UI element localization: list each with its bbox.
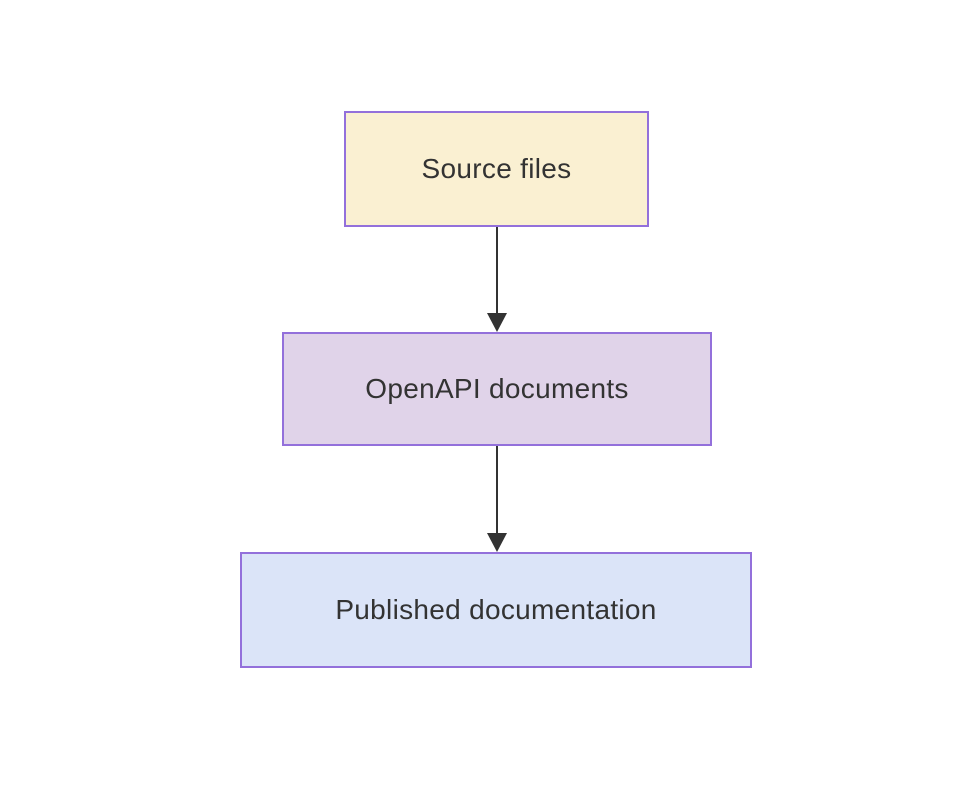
node-source-files-label: Source files [421,153,572,184]
node-published-documentation-label: Published documentation [335,594,657,625]
arrowhead-down-icon [487,533,507,552]
node-published-documentation: Published documentation [240,552,752,668]
arrowhead-down-icon [487,313,507,332]
node-openapi-documents: OpenAPI documents [282,332,712,446]
arrow-source-to-openapi-icon [487,227,507,332]
arrow-openapi-to-published-icon [487,446,507,552]
node-source-files: Source files [344,111,649,227]
node-openapi-documents-label: OpenAPI documents [365,373,629,404]
